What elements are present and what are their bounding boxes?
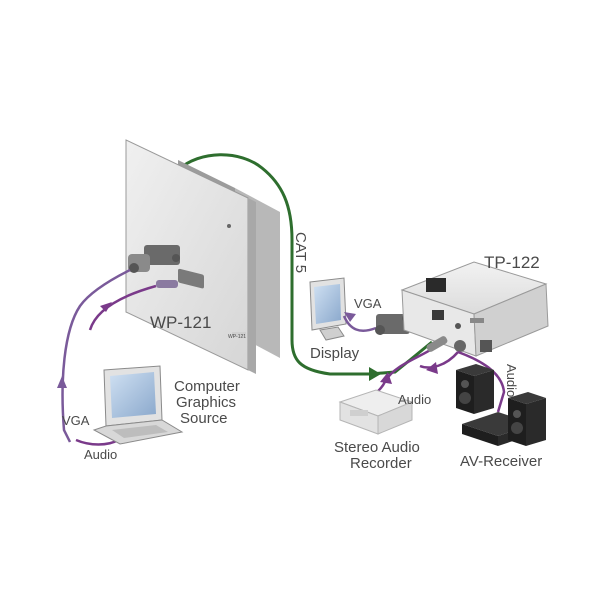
cat5-cable <box>176 153 370 376</box>
audio-recorder-arrow <box>380 372 392 384</box>
vga-display-cable <box>342 315 377 332</box>
audio-recorder-label: Audio <box>398 392 431 407</box>
audio-source-cable-lower <box>75 438 119 446</box>
vga-source-cable <box>61 268 131 443</box>
audio-receiver-arrow <box>426 362 438 374</box>
computer-label-line3: Source <box>180 410 228 427</box>
cat5-cable-lead <box>369 340 433 376</box>
audio-source-cable <box>88 284 157 331</box>
speaker-left <box>456 364 494 414</box>
cat5-label: CAT 5 <box>292 232 309 273</box>
laptop-computer <box>92 365 184 445</box>
display-label: Display <box>310 345 360 362</box>
wall-plate-badge: WP-121 <box>228 334 246 340</box>
vga-source-arrow <box>57 376 67 388</box>
recorder-label-line1: Stereo Audio <box>334 439 420 456</box>
recorder-label-line2: Recorder <box>350 455 412 472</box>
cat5-arrow <box>369 367 381 381</box>
vga-source-label: VGA <box>62 413 90 428</box>
computer-label-line2: Graphics <box>176 394 236 411</box>
av-receiver-label: AV-Receiver <box>460 453 542 470</box>
audio-receiver-label: Audio <box>504 364 519 397</box>
wall-plate-label: WP-121 <box>150 313 211 332</box>
vga-display-arrow <box>344 312 356 322</box>
vga-display-label: VGA <box>354 296 382 311</box>
display-monitor <box>309 277 347 341</box>
computer-label-line1: Computer <box>174 378 240 395</box>
audio-source-arrow <box>100 302 112 312</box>
speaker-right <box>508 392 546 446</box>
tp122-label: TP-122 <box>484 253 540 272</box>
audio-source-label: Audio <box>84 447 117 462</box>
wall-plate-wp121 <box>125 139 280 374</box>
stereo-audio-recorder <box>338 389 414 435</box>
tp122-box <box>400 261 549 357</box>
